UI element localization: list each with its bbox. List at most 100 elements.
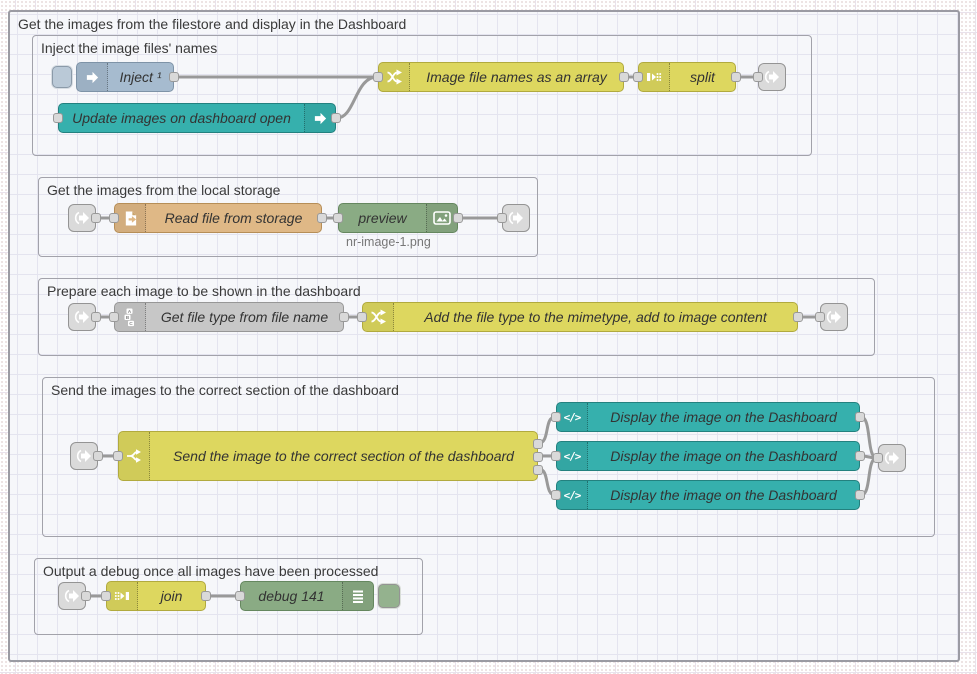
output-port[interactable]: [81, 591, 91, 601]
group-storage[interactable]: Get the images from the local storage: [38, 177, 538, 257]
wire-dashboardopen-to-filenames[interactable]: [335, 75, 379, 120]
input-port[interactable]: [551, 412, 561, 422]
group-inject-label: Inject the image files' names: [41, 40, 218, 56]
switch-node-label: Send the image to the correct section of…: [173, 448, 514, 464]
input-port[interactable]: [551, 451, 561, 461]
input-port[interactable]: [109, 213, 119, 223]
output-port[interactable]: [201, 591, 211, 601]
input-port[interactable]: [101, 591, 111, 601]
abc-letters-icon: A B C: [115, 303, 146, 331]
dashboard-open-node[interactable]: Update images on dashboard open: [53, 103, 341, 133]
display-node-2-label: Display the image on the Dashboard: [610, 448, 837, 464]
group-output[interactable]: Output a debug once all images have been…: [34, 558, 423, 635]
link-out-icon: [508, 211, 523, 225]
svg-text:A: A: [128, 309, 132, 315]
split-node-label: split: [690, 69, 715, 85]
output-port-3[interactable]: [533, 465, 543, 475]
switch-node[interactable]: Send the image to the correct section of…: [113, 431, 543, 481]
input-port[interactable]: [753, 72, 763, 82]
output-port[interactable]: [91, 213, 101, 223]
group-prepare-label: Prepare each image to be shown in the da…: [47, 283, 361, 299]
input-port[interactable]: [235, 591, 245, 601]
output-port[interactable]: [855, 451, 865, 461]
input-port[interactable]: [815, 312, 825, 322]
output-port[interactable]: [855, 490, 865, 500]
template-code-icon: </>: [557, 442, 588, 470]
input-port[interactable]: [333, 213, 343, 223]
link-out-node-3[interactable]: [815, 303, 848, 331]
output-port[interactable]: [619, 72, 629, 82]
output-port[interactable]: [793, 312, 803, 322]
template-code-icon: </>: [557, 403, 588, 431]
switch-fork-icon: [119, 432, 150, 480]
split-node[interactable]: split: [633, 62, 741, 92]
link-in-node-2[interactable]: [68, 303, 101, 331]
output-port[interactable]: [855, 412, 865, 422]
svg-text:C: C: [129, 321, 133, 327]
input-port[interactable]: [873, 453, 883, 463]
group-send-label: Send the images to the correct section o…: [51, 382, 399, 398]
input-port[interactable]: [113, 451, 123, 461]
join-node-label: join: [160, 588, 183, 604]
swap-arrows-icon: [363, 303, 394, 331]
filenames-change-node[interactable]: Image file names as an array: [373, 62, 629, 92]
link-in-node-4[interactable]: [58, 582, 91, 610]
group-prepare[interactable]: Prepare each image to be shown in the da…: [38, 278, 875, 356]
output-port-2[interactable]: [533, 452, 543, 462]
join-icon: [107, 582, 138, 610]
output-port[interactable]: [331, 113, 341, 123]
output-port[interactable]: [169, 72, 179, 82]
input-port[interactable]: [53, 113, 63, 123]
output-port[interactable]: [731, 72, 741, 82]
image-preview-icon: [426, 204, 457, 232]
read-file-node[interactable]: Read file from storage: [109, 203, 327, 233]
group-inject[interactable]: Inject the image files' names: [32, 35, 812, 156]
inject-node[interactable]: Inject ¹: [76, 62, 179, 92]
link-in-node-3[interactable]: [70, 442, 103, 470]
preview-node-label: preview: [358, 210, 407, 226]
display-node-3-label: Display the image on the Dashboard: [610, 487, 837, 503]
link-in-icon: [76, 449, 91, 463]
inject-arrow-icon: [77, 63, 108, 91]
input-port[interactable]: [357, 312, 367, 322]
read-file-node-label: Read file from storage: [164, 210, 303, 226]
file-type-node-label: Get file type from file name: [160, 309, 329, 325]
inject-trigger-button[interactable]: [52, 66, 72, 88]
group-send[interactable]: Send the images to the correct section o…: [42, 377, 935, 537]
display-node-1[interactable]: </> Display the image on the Dashboard: [551, 402, 865, 432]
filenames-node-label: Image file names as an array: [426, 69, 607, 85]
link-out-node-1[interactable]: [753, 63, 786, 91]
preview-node[interactable]: preview: [333, 203, 463, 233]
input-port[interactable]: [633, 72, 643, 82]
ui-control-arrow-icon: [304, 104, 335, 132]
file-type-node[interactable]: A B C Get file type from file name: [109, 302, 349, 332]
output-port-1[interactable]: [533, 439, 543, 449]
display-node-3[interactable]: </> Display the image on the Dashboard: [551, 480, 865, 510]
input-port[interactable]: [497, 213, 507, 223]
link-out-node-2[interactable]: [497, 204, 530, 232]
input-port[interactable]: [109, 312, 119, 322]
link-out-node-4[interactable]: [873, 444, 906, 472]
mimetype-change-node[interactable]: Add the file type to the mimetype, add t…: [357, 302, 803, 332]
link-in-icon: [74, 310, 89, 324]
debug-node[interactable]: debug 141: [235, 581, 374, 611]
group-outer-label: Get the images from the filestore and di…: [18, 16, 407, 32]
output-port[interactable]: [91, 312, 101, 322]
input-port[interactable]: [373, 72, 383, 82]
debug-toggle-button[interactable]: [378, 584, 400, 608]
display-node-1-label: Display the image on the Dashboard: [610, 409, 837, 425]
group-storage-label: Get the images from the local storage: [47, 182, 281, 198]
input-port[interactable]: [551, 490, 561, 500]
output-port[interactable]: [339, 312, 349, 322]
output-port[interactable]: [317, 213, 327, 223]
link-in-icon: [64, 589, 79, 603]
display-node-2[interactable]: </> Display the image on the Dashboard: [551, 441, 865, 471]
preview-status-text: nr-image-1.png: [346, 235, 431, 249]
output-port[interactable]: [453, 213, 463, 223]
join-node[interactable]: join: [101, 581, 211, 611]
debug-list-icon: [342, 582, 373, 610]
output-port[interactable]: [93, 451, 103, 461]
link-in-node-1[interactable]: [68, 204, 101, 232]
